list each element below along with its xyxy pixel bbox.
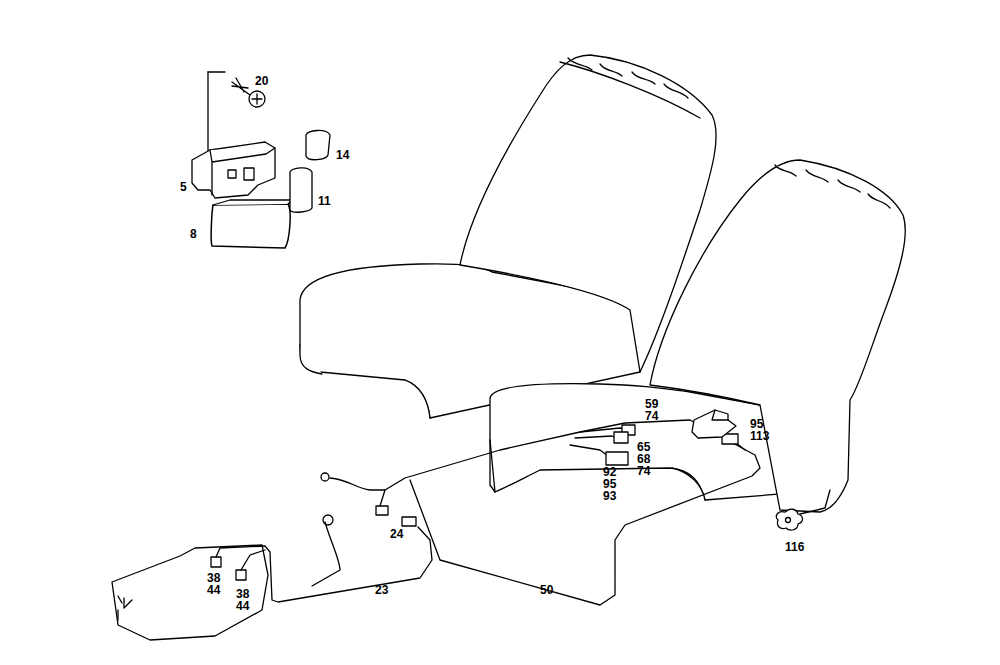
callout-number: 95 bbox=[603, 478, 616, 490]
callout-number: 65 bbox=[637, 441, 650, 453]
callout-number: 44 bbox=[236, 600, 249, 612]
callout-number: 50 bbox=[540, 584, 553, 596]
callout-number: 59 bbox=[645, 398, 658, 410]
callout-number: 116 bbox=[785, 541, 804, 553]
callout-number: 8 bbox=[190, 228, 197, 240]
callout-number: 74 bbox=[637, 465, 650, 477]
callout-number: 95 bbox=[750, 418, 763, 430]
callout-number: 20 bbox=[255, 75, 268, 87]
right-seat bbox=[490, 160, 905, 512]
callout-number: 44 bbox=[207, 584, 220, 596]
switch-parts bbox=[192, 72, 330, 248]
control-unit bbox=[112, 545, 268, 640]
callout-number: 23 bbox=[375, 584, 388, 596]
left-seat bbox=[300, 55, 716, 418]
callout-number: 93 bbox=[603, 490, 616, 502]
callout-number: 24 bbox=[390, 528, 403, 540]
callout-number: 38 bbox=[236, 588, 249, 600]
callout-number: 68 bbox=[637, 453, 650, 465]
callout-number: 92 bbox=[603, 466, 616, 478]
callout-number: 113 bbox=[750, 430, 769, 442]
callout-number: 11 bbox=[318, 195, 331, 207]
callout-number: 14 bbox=[336, 149, 349, 161]
callout-number: 74 bbox=[645, 410, 658, 422]
callout-number: 5 bbox=[180, 181, 187, 193]
wiring-harness bbox=[216, 410, 830, 605]
callout-number: 38 bbox=[207, 572, 220, 584]
